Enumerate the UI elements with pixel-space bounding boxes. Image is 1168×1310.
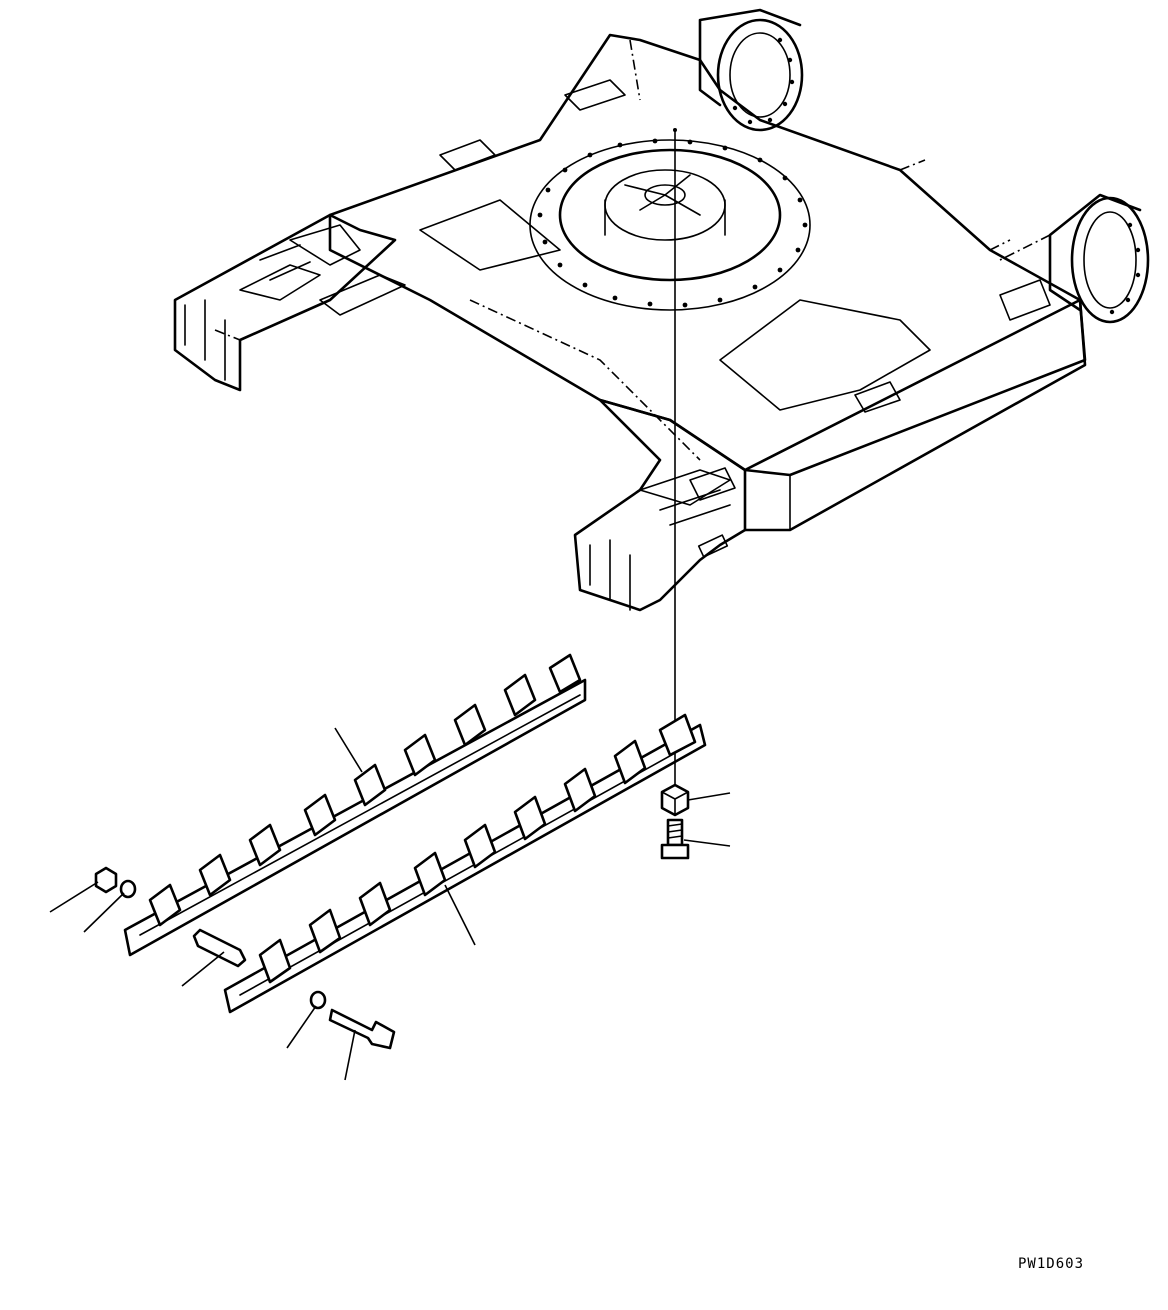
leader-lines (49, 727, 731, 1081)
track-frame (173, 8, 1150, 612)
bolt-top (660, 818, 690, 860)
drawing-code: PW1D603 (1018, 1256, 1085, 1272)
collar-pin (192, 928, 247, 968)
track-guard-lower (223, 713, 707, 1014)
bolt-lower (328, 1008, 396, 1050)
washer-left (119, 879, 137, 899)
track-guard-upper (123, 653, 587, 957)
assembly-center-line (673, 128, 677, 790)
nut-left (94, 866, 118, 894)
spacer-nut-top (660, 783, 690, 817)
washer-lower (309, 990, 327, 1010)
